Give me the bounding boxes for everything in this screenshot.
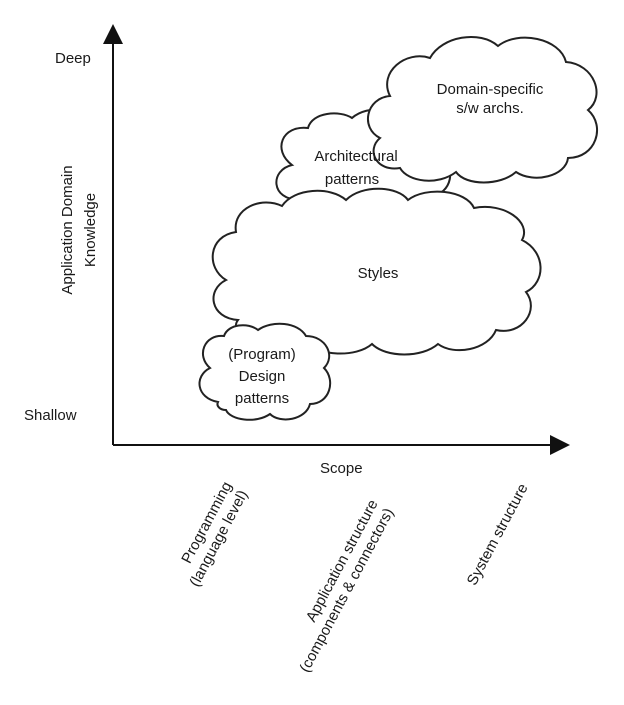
x-tick-application-structure: Application structure (components & conn… <box>296 497 397 675</box>
architectural-patterns-label-line2: patterns <box>325 171 379 188</box>
design-patterns-cloud <box>198 322 332 421</box>
styles-label: Styles <box>358 265 399 282</box>
architectural-patterns-label-line1: Architectural <box>314 148 397 165</box>
x-tick-system-structure: System structure <box>464 481 532 588</box>
design-patterns-label-line2: Design <box>239 368 286 385</box>
y-axis-shallow-label: Shallow <box>24 407 77 424</box>
domain-specific-label-line1: Domain-specific <box>437 81 544 98</box>
y-axis-title-line1: Application Domain <box>59 165 76 294</box>
y-axis-title: Application Domain Knowledge <box>59 165 99 294</box>
x-tick-application-line2: (components & connectors) <box>296 505 397 675</box>
y-axis-deep-label: Deep <box>55 50 91 67</box>
x-tick-system-line1: System structure <box>464 481 532 588</box>
design-patterns-label-line3: patterns <box>235 390 289 407</box>
x-axis-title: Scope <box>320 460 363 477</box>
y-axis-title-line2: Knowledge <box>82 193 99 267</box>
x-tick-programming: Programming (language level) <box>178 479 251 590</box>
styles-cloud <box>211 187 542 356</box>
design-patterns-label-line1: (Program) <box>228 346 296 363</box>
domain-specific-label-line2: s/w archs. <box>456 100 524 117</box>
domain-specific-cloud <box>367 35 598 184</box>
